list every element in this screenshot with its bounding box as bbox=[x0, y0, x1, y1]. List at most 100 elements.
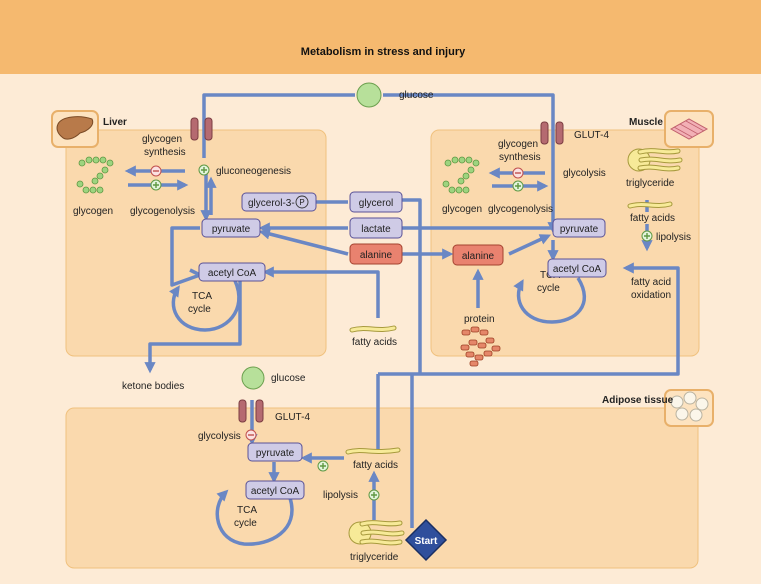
liver-transporter-icon bbox=[190, 117, 213, 141]
liver-region bbox=[65, 129, 327, 357]
muscle-fa-oxidation-label: fatty acid oxidation bbox=[631, 277, 674, 301]
liver-glycogen-synthesis-label: glycogen synthesis bbox=[142, 134, 186, 158]
liver-acetylcoa-text: acetyl CoA bbox=[208, 268, 257, 279]
muscle-alanine-arrow bbox=[508, 234, 552, 256]
fatty-acids-center-label: fatty acids bbox=[352, 337, 397, 348]
adipose-triglyceride-icon bbox=[348, 520, 405, 546]
protein-label: protein bbox=[464, 314, 495, 325]
adipose-tca-line2: cycle bbox=[234, 518, 257, 529]
liver-small-arrow bbox=[189, 268, 201, 277]
adipose-lipolysis-label: lipolysis bbox=[323, 490, 358, 501]
alanine-muscle-text: alanine bbox=[462, 251, 495, 262]
liver-glycogen-synthesis-line2: synthesis bbox=[144, 147, 186, 158]
adipose-tca-arrow bbox=[215, 489, 294, 546]
muscle-glycolysis-label: glycolysis bbox=[563, 168, 606, 179]
start-label: Start bbox=[415, 536, 438, 547]
alanine-center-box: alanine bbox=[349, 243, 403, 265]
muscle-glycogen-label: glycogen bbox=[442, 204, 482, 215]
protein-chain-icon bbox=[460, 326, 501, 367]
muscle-glut4-icon bbox=[540, 121, 564, 145]
adipose-fatty-acid-icon bbox=[345, 447, 401, 455]
liver-glycogen-icon bbox=[76, 156, 114, 194]
muscle-pyruvate-text: pyruvate bbox=[560, 224, 599, 235]
alanine-center-text: alanine bbox=[360, 250, 393, 261]
muscle-pyruvate-box: pyruvate bbox=[552, 218, 606, 238]
muscle-glut4-label: GLUT-4 bbox=[574, 130, 609, 141]
muscle-fa-oxidation-line2: oxidation bbox=[631, 290, 671, 301]
muscle-lipolysis-label: lipolysis bbox=[656, 232, 691, 243]
liver-pyruvate-box: pyruvate bbox=[201, 218, 261, 238]
liver-tca-line1: TCA bbox=[192, 291, 212, 302]
muscle-stimulate-icon bbox=[512, 180, 524, 192]
lactate-text: lactate bbox=[361, 224, 391, 235]
muscle-acetylcoa-text: acetyl CoA bbox=[553, 264, 602, 275]
muscle-acetylcoa-box: acetyl CoA bbox=[547, 258, 607, 278]
phosphate-text: P bbox=[299, 198, 304, 207]
liver-acetylcoa-box: acetyl CoA bbox=[198, 262, 266, 282]
adipose-acetylcoa-box: acetyl CoA bbox=[245, 480, 305, 500]
muscle-triglyceride-label: triglyceride bbox=[626, 178, 675, 189]
glucose-circle-adipose bbox=[241, 366, 265, 390]
liver-tca-line2: cycle bbox=[188, 304, 211, 315]
liver-glucose-export-arrow bbox=[202, 93, 355, 158]
liver-tca-arrow bbox=[168, 274, 241, 332]
liver-gluconeogenesis-label: gluconeogenesis bbox=[216, 166, 291, 177]
page-title: Metabolism in stress and injury bbox=[301, 46, 466, 58]
muscle-icon bbox=[664, 110, 714, 148]
alanine-to-liver-arrow bbox=[258, 228, 349, 256]
liver-tca-label: TCA cycle bbox=[188, 291, 214, 315]
liver-glycogenolysis-label: glycogenolysis bbox=[130, 206, 195, 217]
glucose-circle-top bbox=[356, 82, 382, 108]
adipose-pyruvate-text: pyruvate bbox=[256, 448, 295, 459]
muscle-tca-line2: cycle bbox=[537, 283, 560, 294]
liver-glycogen-label: glycogen bbox=[73, 206, 113, 217]
glycerol3p-box: glycerol-3- P bbox=[241, 192, 317, 212]
adipose-region bbox=[65, 407, 699, 569]
adipose-icon bbox=[664, 389, 714, 427]
adipose-acetylcoa-text: acetyl CoA bbox=[251, 486, 300, 497]
liver-icon bbox=[51, 110, 99, 148]
adipose-pyruvate-box: pyruvate bbox=[247, 442, 303, 462]
liver-pyruvate-text: pyruvate bbox=[212, 224, 251, 235]
glycerol-box: glycerol bbox=[349, 191, 403, 213]
adipose-lipolysis-stimulate-icon bbox=[368, 489, 380, 501]
adipose-fa-stimulate-icon bbox=[317, 460, 329, 472]
adipose-triglyceride-label: triglyceride bbox=[350, 552, 399, 563]
glucose-top-label: glucose bbox=[399, 90, 434, 101]
center-fatty-acid-icon bbox=[349, 325, 397, 333]
ketone-bodies-label: ketone bodies bbox=[122, 381, 184, 392]
muscle-lipolysis-stimulate-icon bbox=[641, 230, 653, 242]
liver-inhibit-icon bbox=[150, 165, 162, 177]
header-band bbox=[0, 0, 761, 74]
muscle-glycogenolysis-label: glycogenolysis bbox=[488, 204, 553, 215]
ketone-arrow bbox=[144, 278, 242, 374]
liver-label: Liver bbox=[103, 117, 127, 128]
adipose-inhibit-icon bbox=[245, 429, 257, 441]
muscle-label: Muscle bbox=[629, 117, 663, 128]
adipose-tca-label: TCA cycle bbox=[234, 505, 259, 529]
muscle-fatty-acid-icon bbox=[627, 201, 673, 209]
gluconeogenesis-stimulate-icon bbox=[198, 164, 210, 176]
lactate-box: lactate bbox=[349, 217, 403, 239]
adipose-glut4-label: GLUT-4 bbox=[275, 412, 310, 423]
adipose-glycolysis-label: glycolysis bbox=[198, 431, 241, 442]
muscle-glycogen-synthesis-line1: glycogen bbox=[498, 139, 538, 150]
muscle-tca-arrow bbox=[513, 277, 586, 324]
glucose-adipose-label: glucose bbox=[271, 373, 306, 384]
muscle-glycogen-synthesis-label: glycogen synthesis bbox=[498, 139, 541, 163]
muscle-glycogen-synthesis-line2: synthesis bbox=[499, 152, 541, 163]
adipose-glut4-icon bbox=[238, 399, 264, 423]
liver-stimulate-icon bbox=[150, 179, 162, 191]
liver-pyruvate-loop-arrow bbox=[170, 226, 201, 287]
fatty-acids-to-muscle-arrow bbox=[378, 262, 680, 376]
adipose-tca-line1: TCA bbox=[237, 505, 257, 516]
adipose-label: Adipose tissue bbox=[602, 395, 674, 406]
muscle-triglyceride-icon bbox=[627, 148, 683, 172]
muscle-inhibit-icon bbox=[512, 167, 524, 179]
start-marker: Start bbox=[404, 518, 448, 562]
alanine-muscle-box: alanine bbox=[452, 244, 504, 266]
liver-glycogen-synthesis-line1: glycogen bbox=[142, 134, 182, 145]
muscle-glycogen-icon bbox=[442, 156, 480, 194]
